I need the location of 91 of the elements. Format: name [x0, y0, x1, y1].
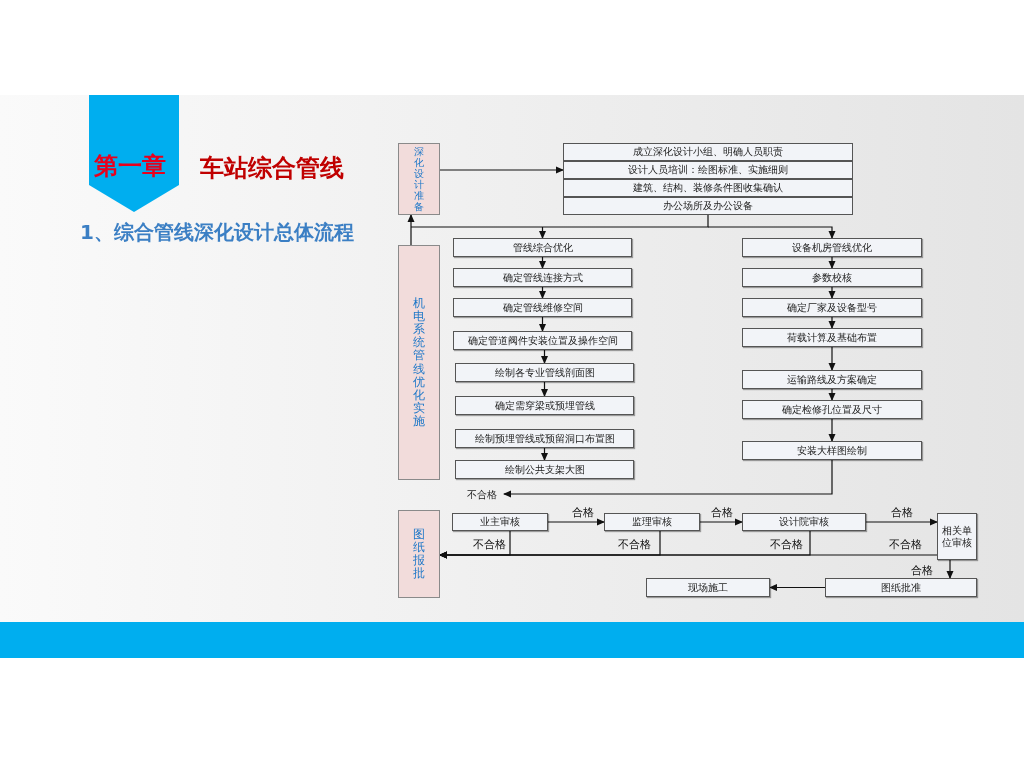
- arrow: [439, 551, 938, 559]
- process-box: [453, 268, 632, 287]
- step-text: 确定管线维修空间: [502, 301, 583, 314]
- process-box: [455, 429, 634, 448]
- arrow: [541, 447, 548, 461]
- process-box: [825, 578, 977, 597]
- arrow: [503, 459, 833, 498]
- edge-label: 合格: [891, 507, 913, 518]
- arrow: [439, 166, 564, 174]
- step-text: 荷载计算及基础布置: [787, 331, 877, 344]
- arrow: [539, 256, 546, 269]
- step-text: 确定需穿梁或预埋管线: [494, 399, 595, 412]
- step-text: 业主审核: [480, 516, 520, 528]
- section-heading: 1、综合管线深化设计总体流程: [80, 222, 354, 242]
- arrow: [539, 286, 546, 299]
- arrow: [828, 256, 836, 269]
- arrow: [541, 349, 548, 364]
- edge-label: 合格: [911, 565, 933, 576]
- step-text: 办公场所及办公设备: [663, 200, 753, 212]
- phase-label: 机电系统管线优化实施: [413, 296, 425, 429]
- step-text: 参数校核: [812, 271, 852, 284]
- process-box: [742, 268, 922, 287]
- edge-label: 不合格: [770, 539, 803, 550]
- process-box: [742, 238, 922, 257]
- arrow: [410, 214, 709, 239]
- result-text: 不合格: [466, 488, 498, 501]
- process-box: [563, 161, 853, 179]
- step-text: 现场施工: [688, 581, 728, 594]
- edge-label: 不合格: [618, 539, 651, 550]
- step-text: 成立深化设计小组、明确人员职责: [633, 146, 783, 158]
- arrow: [828, 286, 836, 299]
- edge-label: 合格: [572, 507, 594, 518]
- step-text: 安装大样图绘制: [797, 444, 867, 457]
- process-box: [742, 328, 922, 347]
- step-text: 相关单位审核: [941, 525, 973, 548]
- process-box: [452, 513, 548, 531]
- arrow: [547, 518, 605, 526]
- step-text: 确定检修孔位置及尺寸: [782, 403, 882, 416]
- edge-label: 合格: [711, 507, 733, 518]
- process-box: [646, 578, 770, 597]
- arrow: [539, 316, 546, 332]
- process-box: [453, 331, 632, 350]
- process-box: [453, 238, 632, 257]
- step-text: 设计院审核: [779, 516, 829, 528]
- arrow: [828, 316, 836, 329]
- step-text: 确定管道阀件安装位置及操作空间: [467, 334, 618, 347]
- step-text: 确定管线连接方式: [502, 271, 583, 284]
- step-text: 图纸批准: [881, 581, 921, 594]
- process-box: [563, 143, 853, 161]
- step-text: 监理审核: [632, 516, 672, 528]
- arrow: [828, 418, 836, 442]
- arrow: [541, 381, 548, 397]
- process-box: [742, 370, 922, 389]
- phase-label: 图纸报批: [413, 527, 425, 581]
- step-text: 设备机房管线优化: [792, 241, 872, 254]
- arrow: [946, 559, 954, 579]
- arrow: [865, 518, 938, 526]
- edge-label: 不合格: [473, 539, 506, 550]
- phase-label: 深化设计准备: [414, 146, 424, 212]
- process-box: [455, 460, 634, 479]
- arrow: [707, 226, 836, 239]
- step-text: 绘制各专业管线剖面图: [494, 366, 595, 379]
- process-box: [563, 179, 853, 197]
- process-box: [453, 298, 632, 317]
- arrow: [769, 584, 826, 591]
- phase-box: [398, 245, 440, 480]
- arrow: [828, 346, 836, 371]
- process-box: [604, 513, 700, 531]
- chapter-number: 第一章: [94, 154, 166, 178]
- arrow: [699, 518, 743, 526]
- step-text: 管线综合优化: [512, 241, 573, 254]
- step-text: 运输路线及方案确定: [787, 373, 877, 386]
- process-box: [563, 197, 853, 215]
- edge-label: 不合格: [889, 539, 922, 550]
- process-box: [455, 363, 634, 382]
- step-text: 确定厂家及设备型号: [787, 301, 877, 314]
- process-box: [742, 400, 922, 419]
- step-text: 建筑、结构、装修条件图收集确认: [633, 182, 783, 194]
- chapter-title: 车站综合管线: [200, 156, 344, 180]
- process-box: [742, 298, 922, 317]
- step-text: 绘制预埋管线或预留洞口布置图: [474, 432, 615, 445]
- step-text: 绘制公共支架大图: [504, 463, 585, 476]
- process-box: [742, 513, 866, 531]
- process-box: [742, 441, 922, 460]
- step-text: 设计人员培训：绘图标准、实施细则: [628, 164, 788, 176]
- arrow: [407, 214, 415, 246]
- process-box: [937, 513, 977, 560]
- phase-box: [398, 143, 440, 215]
- phase-box: [398, 510, 440, 598]
- process-box: [455, 396, 634, 415]
- arrow: [828, 388, 836, 401]
